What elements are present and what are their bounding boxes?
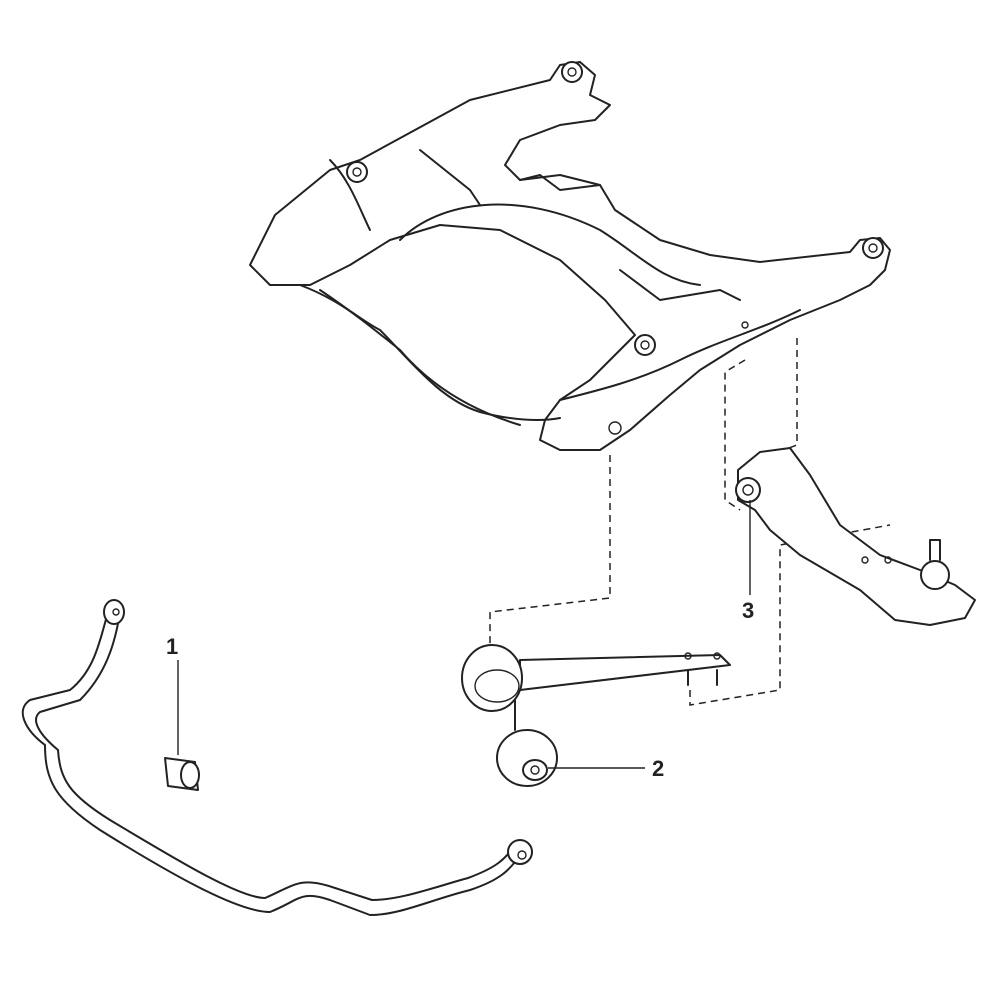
- stabilizer-bar: [21, 599, 533, 916]
- lower-control-arm: [735, 447, 976, 626]
- callout-label-2: 2: [652, 756, 665, 781]
- tension-rod: [461, 644, 731, 712]
- leader-line: [489, 455, 611, 650]
- leader-line: [769, 338, 798, 456]
- callout-label-3: 3: [742, 598, 755, 623]
- bushing-part-2: [496, 699, 558, 787]
- callout-label-1: 1: [166, 634, 179, 659]
- leader-line: [724, 359, 746, 511]
- bushing-part-1: [164, 757, 200, 791]
- front-subframe: [249, 61, 891, 451]
